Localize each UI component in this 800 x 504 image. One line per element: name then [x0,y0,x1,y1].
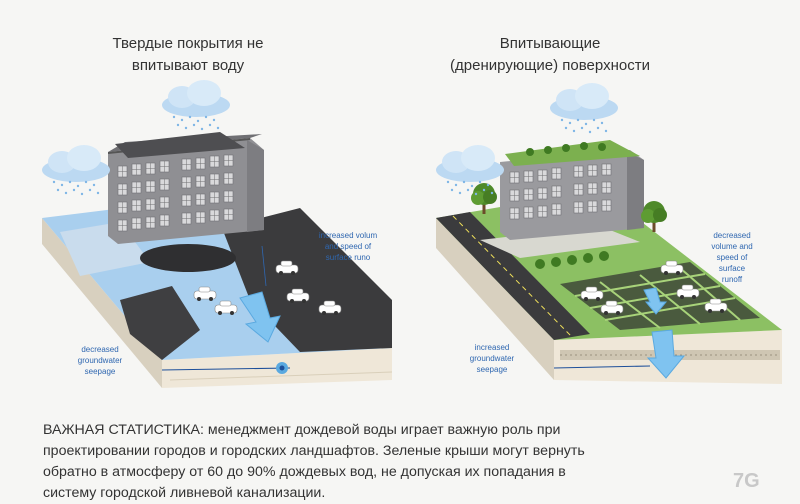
right-runoff-label-line3: speed of [717,253,748,262]
diagram-scene: increased volum and speed of surface run… [42,80,782,388]
left-asphalt-road [222,208,392,352]
left-ground-label-line2: groundwater [78,356,123,365]
right-cloud-2 [436,145,504,196]
right-runoff-arrow [643,287,668,315]
left-title-line2: впитывают воду [131,57,245,74]
logo-watermark: 7G [733,470,760,492]
right-runoff-label-line4: surface [719,264,746,273]
right-runoff-label-line5: runoff [722,275,743,284]
left-runoff-label-line3: surface runo [326,253,371,262]
left-ground-label: decreased groundwater seepage [78,345,123,376]
left-runoff-label-line2: and speed of [325,242,372,251]
right-shrubs [535,251,609,269]
right-title-line2: (дренирующие) поверхности [450,57,650,74]
right-ground-label: increased groundwater seepage [470,343,515,374]
right-title: Впитывающие (дренирующие) поверхности [420,33,680,77]
right-title-line1: Впитывающие [499,35,601,52]
right-block-left-side [436,218,554,380]
right-runoff-label-line1: decreased [713,231,750,240]
left-ground-label-line3: seepage [85,367,116,376]
left-pond-shadow [140,244,236,272]
right-road [436,212,590,340]
left-asphalt-lower [120,286,200,360]
right-runoff-label: decreased volume and speed of surface ru… [711,231,752,284]
right-ground-label-line1: increased [475,343,510,352]
statistic-text: ВАЖНАЯ СТАТИСТИКА: менеджмент дождевой в… [43,420,763,504]
statistic-line3: обратно в атмосферу от 60 до 90% дождевы… [43,464,566,480]
right-building-windows [509,163,612,220]
left-runoff-label-line1: increased volum [319,231,378,240]
left-cloud-1 [162,80,230,131]
right-cloud-1 [550,83,618,134]
left-title-line1: Твердые покрытия не [112,35,264,52]
right-ground-label-line3: seepage [477,365,508,374]
right-runoff-label-line2: volume and [711,242,752,251]
left-cloud-2 [42,145,110,196]
statistic-line2: проектировании городов и городских ландш… [43,443,585,459]
left-block-left-side [42,218,162,388]
right-diagram: decreased volume and speed of surface ru… [436,83,782,384]
left-runoff-label: increased volum and speed of surface run… [319,231,378,262]
left-diagram: increased volum and speed of surface run… [42,80,393,388]
right-building [500,140,644,240]
left-title: Твердые покрытия не впитывают воду [78,33,298,77]
left-ground-label-line1: decreased [81,345,118,354]
statistic-line1: ВАЖНАЯ СТАТИСТИКА: менеджмент дождевой в… [43,422,561,438]
right-seepage-arrow [646,329,686,379]
right-ground-label-line2: groundwater [470,354,515,363]
left-runoff-arrow [239,291,281,343]
right-green-roof [505,140,640,166]
